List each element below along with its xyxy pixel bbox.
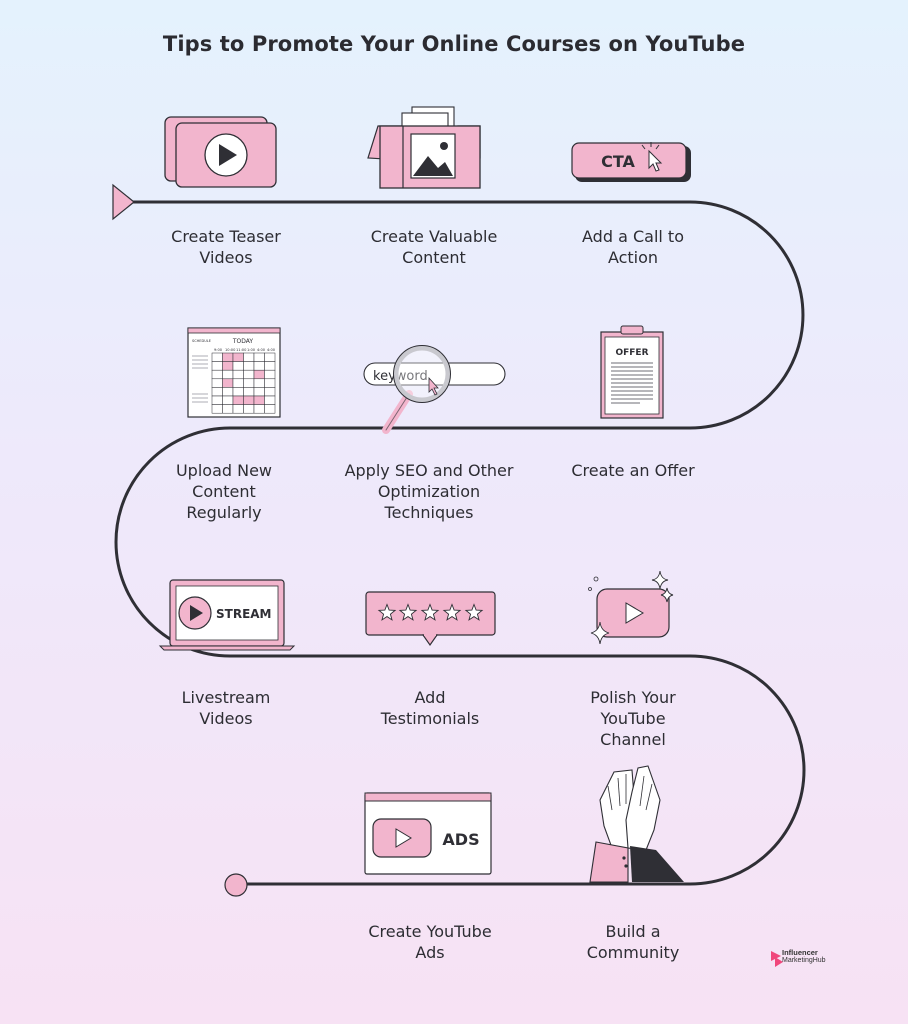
step-label-create-valuable-content: Create Valuable Content [370,227,498,267]
start-arrow [112,183,135,221]
road-path [114,200,806,886]
star-icon [377,603,397,621]
high-five-icon [589,765,684,883]
ads-window-icon: ADS [364,792,492,875]
step-label-add-testimonials: Add Testimonials [380,688,480,728]
step-label-create-offer: Create an Offer [571,461,695,480]
svg-text:OFFER: OFFER [615,348,648,358]
svg-text:ADS: ADS [442,830,479,849]
end-dot [224,873,248,897]
svg-text:9:00: 9:00 [214,348,223,352]
star-icon [442,603,462,621]
step-label-create-youtube-ads: Create YouTube Ads [368,922,492,962]
content-box-icon [367,106,481,189]
star-icon [398,603,418,621]
step-label-upload-new-content: Upload New Content Regularly [175,461,273,522]
svg-text:4:00: 4:00 [267,348,276,352]
calendar-icon: SCHEDULE TODAY 9:00 10:00 11:00 1:00 4:0… [187,327,281,418]
brand-line2: MarketingHub [782,957,826,964]
brand-line1: Influencer [782,948,818,957]
star-rating-icon [365,591,496,647]
cta-text: CTA [601,152,635,171]
svg-text:SCHEDULE: SCHEDULE [192,339,211,343]
laptop-stream-icon: STREAM [158,579,296,651]
svg-text:TODAY: TODAY [232,338,254,345]
svg-text:11:00: 11:00 [236,348,247,352]
magnifier-icon: keyword [363,345,506,434]
step-label-livestream-videos: Livestream Videos [181,688,271,728]
youtube-sparkle-icon [588,570,674,645]
step-label-apply-seo: Apply SEO and Other Optimization Techniq… [344,461,514,522]
star-icon [420,603,440,621]
brand-logo-icon [771,951,783,967]
cta-button-icon: CTA [571,142,691,182]
svg-text:STREAM: STREAM [216,607,272,621]
svg-text:4:00: 4:00 [257,348,266,352]
teaser-video-icon [164,116,277,188]
step-label-add-call-to-action: Add a Call to Action [582,227,684,267]
star-icon [464,603,484,621]
step-label-polish-channel: Polish Your YouTube Channel [590,688,676,749]
svg-text:10:00: 10:00 [225,348,236,352]
svg-text:1:00: 1:00 [247,348,256,352]
page-title: Tips to Promote Your Online Courses on Y… [162,32,746,56]
clipboard-icon: OFFER [600,325,664,419]
step-label-create-teaser-videos: Create Teaser Videos [171,227,281,267]
cursor-icon [648,149,663,172]
brand-name: Influencer MarketingHub [782,949,826,965]
step-label-build-community: Build a Community [586,922,680,962]
keyword-text: keyword [373,369,428,384]
